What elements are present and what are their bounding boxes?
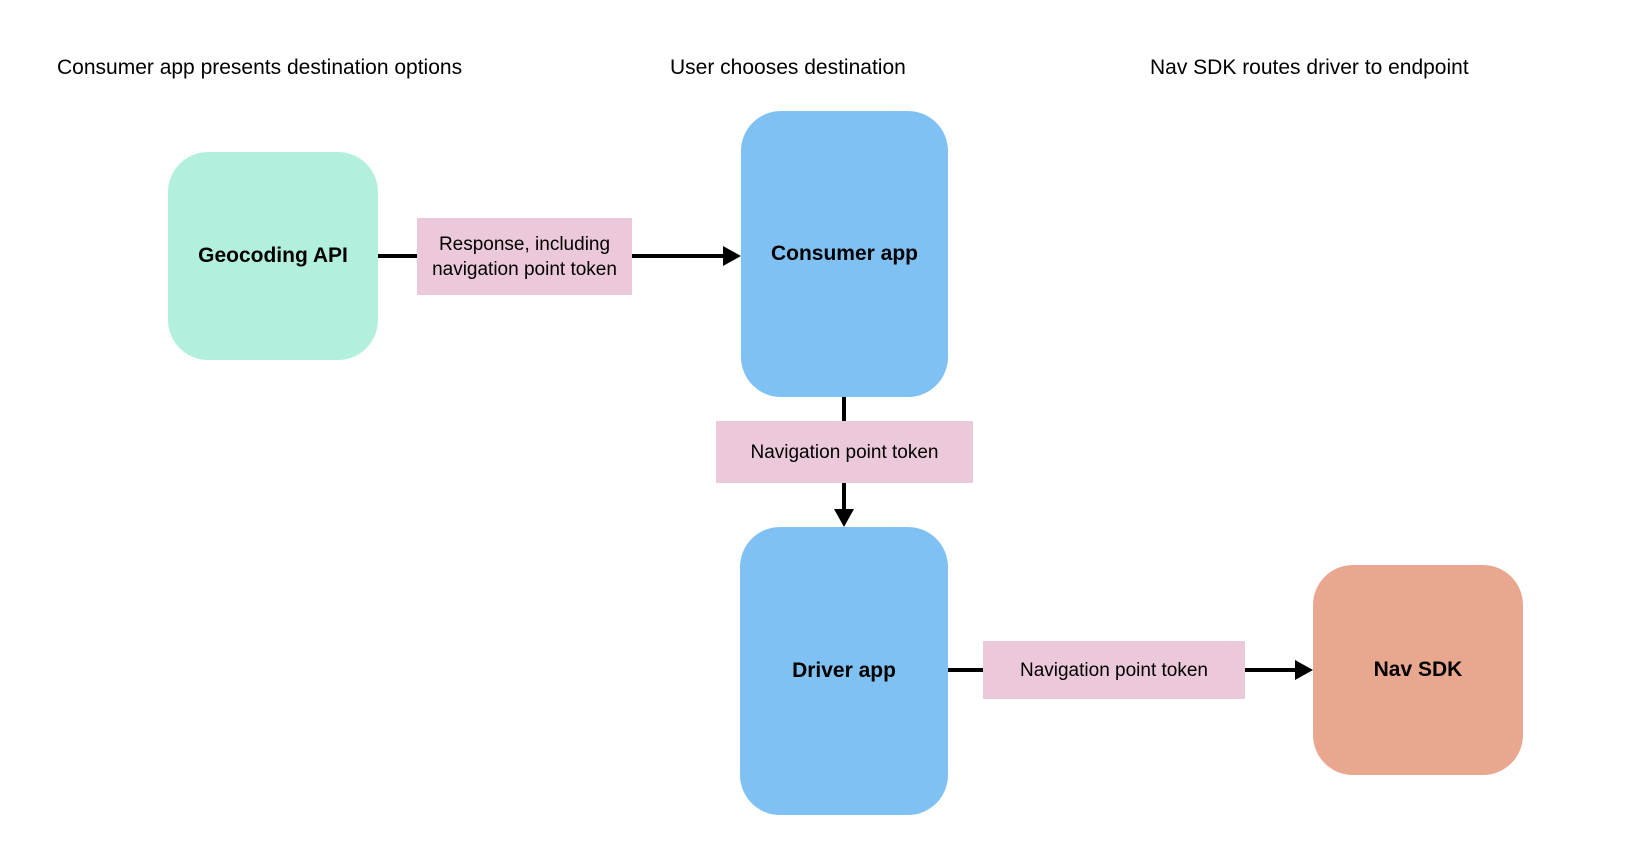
phase-header-user-chooses: User chooses destination bbox=[670, 56, 906, 79]
phase-header-consumer-presents: Consumer app presents destination option… bbox=[57, 56, 463, 79]
arrowhead-right-icon bbox=[723, 246, 741, 266]
node-consumer-app-label: Consumer app bbox=[770, 242, 919, 265]
node-driver-app: Driver app bbox=[740, 527, 948, 815]
arrowhead-right-icon bbox=[1295, 660, 1313, 680]
edge-line-driver-to-label bbox=[948, 668, 983, 672]
edge-line-consumer-to-label bbox=[842, 397, 846, 421]
node-consumer-app: Consumer app bbox=[741, 111, 948, 397]
edge-label-navigation-point-token-vertical: Navigation point token bbox=[716, 421, 973, 483]
edge-line-label-to-navsdk bbox=[1245, 668, 1296, 672]
edge-line-label-to-consumer bbox=[632, 254, 724, 258]
phase-header-navsdk-routes: Nav SDK routes driver to endpoint bbox=[1150, 56, 1469, 79]
edge-line-geocoding-to-label bbox=[378, 254, 417, 258]
node-geocoding-api-label: Geocoding API bbox=[198, 244, 348, 267]
node-driver-app-label: Driver app bbox=[792, 659, 896, 682]
node-nav-sdk: Nav SDK bbox=[1313, 565, 1523, 775]
node-geocoding-api: Geocoding API bbox=[168, 152, 378, 360]
edge-label-response-including-token: Response, including navigation point tok… bbox=[417, 218, 632, 295]
arrowhead-down-icon bbox=[834, 509, 854, 527]
edge-label-navigation-point-token-horizontal: Navigation point token bbox=[983, 641, 1245, 699]
edge-line-label-to-driver bbox=[842, 483, 846, 511]
node-nav-sdk-label: Nav SDK bbox=[1373, 658, 1463, 681]
